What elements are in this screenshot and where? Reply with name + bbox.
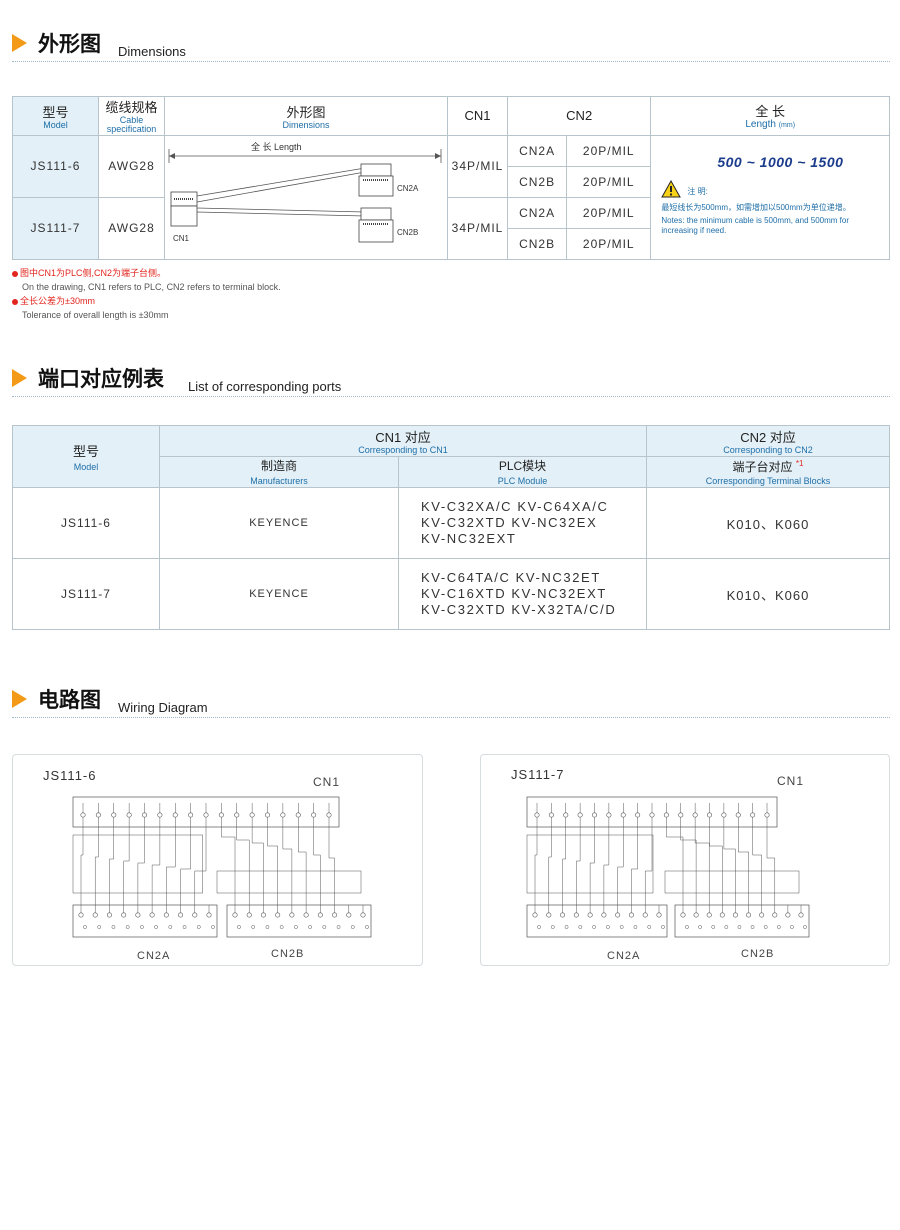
model-cell: JS111-6 bbox=[12, 487, 160, 559]
wiring-diagram-js111-6: JS111-6 CN1 CN2A CN2B bbox=[12, 754, 423, 966]
section-header-dimensions: 外形图 Dimensions bbox=[12, 28, 890, 62]
cn2a-spec-cell: 20P/MIL bbox=[566, 196, 652, 229]
wiring-model-label: JS111-6 bbox=[43, 768, 97, 783]
table-row: CN2B 20P/MIL bbox=[13, 227, 890, 260]
header-cn2-corresponding: CN2 对应 Corresponding to CN2 bbox=[646, 425, 890, 457]
section-header-ports: 端口对应例表 List of corresponding ports bbox=[12, 363, 890, 397]
section-header-wiring: 电路图 Wiring Diagram bbox=[12, 684, 890, 718]
cable-cell: AWG28 bbox=[98, 196, 165, 260]
dimension-notes: 图中CN1为PLC侧,CN2为端子台侧。 On the drawing, CN1… bbox=[12, 266, 281, 322]
ports-table: 型号 Model CN1 对应 Corresponding to CN1 CN2… bbox=[12, 425, 890, 630]
dimension-drawing-cell: 全 长 Length CN1 CN2A CN2B bbox=[164, 134, 448, 260]
plc-module-cell: KV-C32XA/C KV-C64XA/C KV-C32XTD KV-NC32E… bbox=[398, 487, 647, 559]
note-title: 注 明: bbox=[687, 186, 708, 196]
header-model: 型号 Model bbox=[12, 96, 99, 136]
wiring-cn2b-label: CN2B bbox=[271, 948, 305, 960]
cn2a-spec-cell: 20P/MIL bbox=[566, 134, 652, 167]
orange-arrow-icon bbox=[12, 690, 27, 708]
wiring-schematic bbox=[526, 796, 810, 938]
model-cell: JS111-7 bbox=[12, 196, 99, 260]
header-plc-module: PLC模块 PLC Module bbox=[398, 456, 647, 488]
note-en-2: increasing if need. bbox=[661, 225, 727, 235]
header-cn1: CN1 bbox=[447, 96, 508, 136]
note-2-cn: 全长公差为±30mm bbox=[20, 296, 95, 306]
table-row: JS111-7 AWG28 34P/MIL CN2A 20P/MIL bbox=[12, 196, 890, 260]
note-1-en: On the drawing, CN1 refers to PLC, CN2 r… bbox=[22, 282, 281, 292]
length-values: 500 ~ 1000 ~ 1500 bbox=[717, 153, 844, 170]
wiring-schematic bbox=[72, 796, 372, 938]
length-cell: 500 ~ 1000 ~ 1500 注 明: 最短线长为500mm，如需增加以5… bbox=[650, 134, 890, 260]
table-row: JS111-6 KEYENCE KV-C32XA/C KV-C64XA/C KV… bbox=[12, 487, 890, 559]
header-cn2: CN2 bbox=[506, 96, 652, 136]
red-bullet-icon bbox=[12, 270, 18, 277]
table-row: JS111-7 KEYENCE KV-C64TA/C KV-NC32ET KV-… bbox=[12, 558, 890, 630]
cn2b-spec-cell: 20P/MIL bbox=[566, 165, 652, 198]
wiring-diagram-js111-7: JS111-7 CN1 CN2A CN2B bbox=[480, 754, 890, 966]
wiring-cn2a-label: CN2A bbox=[137, 950, 171, 962]
terminal-block-cell: K010、K060 bbox=[646, 558, 890, 630]
model-cell: JS111-6 bbox=[12, 134, 99, 198]
dimensions-table: 型号 Model 缆线规格 Cable specification 外形图 Di… bbox=[12, 96, 890, 260]
note-cn: 最短线长为500mm，如需增加以500mm为单位递增。 bbox=[661, 202, 851, 212]
plc-module-cell: KV-C64TA/C KV-NC32ET KV-C16XTD KV-NC32EX… bbox=[398, 558, 647, 630]
note-1-cn: 图中CN1为PLC侧,CN2为端子台侧。 bbox=[20, 268, 167, 278]
wiring-cn2a-label: CN2A bbox=[607, 950, 641, 962]
header-length: 全 长 Length (mm) bbox=[650, 96, 890, 136]
manufacturer-cell: KEYENCE bbox=[159, 487, 399, 559]
section-title-cn: 外形图 bbox=[38, 32, 101, 56]
table-row: JS111-6 AWG28 bbox=[12, 134, 890, 260]
section-title-en: List of corresponding ports bbox=[188, 379, 342, 394]
cn2b-cell: CN2B bbox=[506, 227, 568, 260]
wiring-cn1-label: CN1 bbox=[777, 774, 805, 788]
cn1-label: CN1 bbox=[173, 233, 190, 243]
wiring-cn2b-label: CN2B bbox=[741, 948, 775, 960]
ports-table-header: 型号 Model CN1 对应 Corresponding to CN1 CN2… bbox=[12, 425, 890, 488]
warning-icon bbox=[661, 179, 682, 198]
model-cell: JS111-7 bbox=[12, 558, 160, 630]
note-en-1: Notes: the minimum cable is 500mm, and 5… bbox=[661, 215, 849, 225]
cn2b-label: CN2B bbox=[397, 227, 419, 237]
header-model: 型号 Model bbox=[12, 425, 160, 488]
cn2a-label: CN2A bbox=[397, 183, 419, 193]
cn1-cell: 34P/MIL bbox=[447, 134, 508, 198]
cn2a-cell: CN2A bbox=[506, 196, 568, 229]
cable-drawing bbox=[168, 148, 442, 243]
header-terminal-blocks: 端子台对应 *1 Corresponding Terminal Blocks bbox=[646, 456, 890, 488]
section-title-en: Wiring Diagram bbox=[118, 700, 208, 715]
dimensions-table-header: 型号 Model 缆线规格 Cable specification 外形图 Di… bbox=[12, 96, 890, 136]
header-cable: 缆线规格 Cable specification bbox=[98, 96, 165, 136]
cable-cell: AWG28 bbox=[98, 134, 165, 198]
section-title-cn: 电路图 bbox=[38, 688, 101, 712]
cn2b-cell: CN2B bbox=[506, 165, 568, 198]
cn2b-spec-cell: 20P/MIL bbox=[566, 227, 652, 260]
wiring-cn1-label: CN1 bbox=[313, 775, 341, 789]
section-title-cn: 端口对应例表 bbox=[38, 367, 164, 391]
note-2-en: Tolerance of overall length is ±30mm bbox=[22, 310, 169, 320]
cn2a-cell: CN2A bbox=[506, 134, 568, 167]
manufacturer-cell: KEYENCE bbox=[159, 558, 399, 630]
header-manufacturers: 制造商 Manufacturers bbox=[159, 456, 399, 488]
terminal-block-cell: K010、K060 bbox=[646, 487, 890, 559]
ports-table-subheader: 制造商 Manufacturers PLC模块 PLC Module 端子台对应… bbox=[12, 456, 890, 488]
wiring-model-label: JS111-7 bbox=[511, 767, 565, 782]
header-dimensions: 外形图 Dimensions bbox=[164, 96, 448, 136]
header-cn1-corresponding: CN1 对应 Corresponding to CN1 bbox=[159, 425, 647, 457]
orange-arrow-icon bbox=[12, 369, 27, 387]
length-label: 全 长 Length bbox=[251, 141, 302, 152]
section-title-en: Dimensions bbox=[118, 44, 186, 59]
red-bullet-icon bbox=[12, 298, 18, 305]
footnote-mark: *1 bbox=[795, 458, 804, 468]
orange-arrow-icon bbox=[12, 34, 27, 52]
cn1-cell: 34P/MIL bbox=[447, 196, 508, 260]
